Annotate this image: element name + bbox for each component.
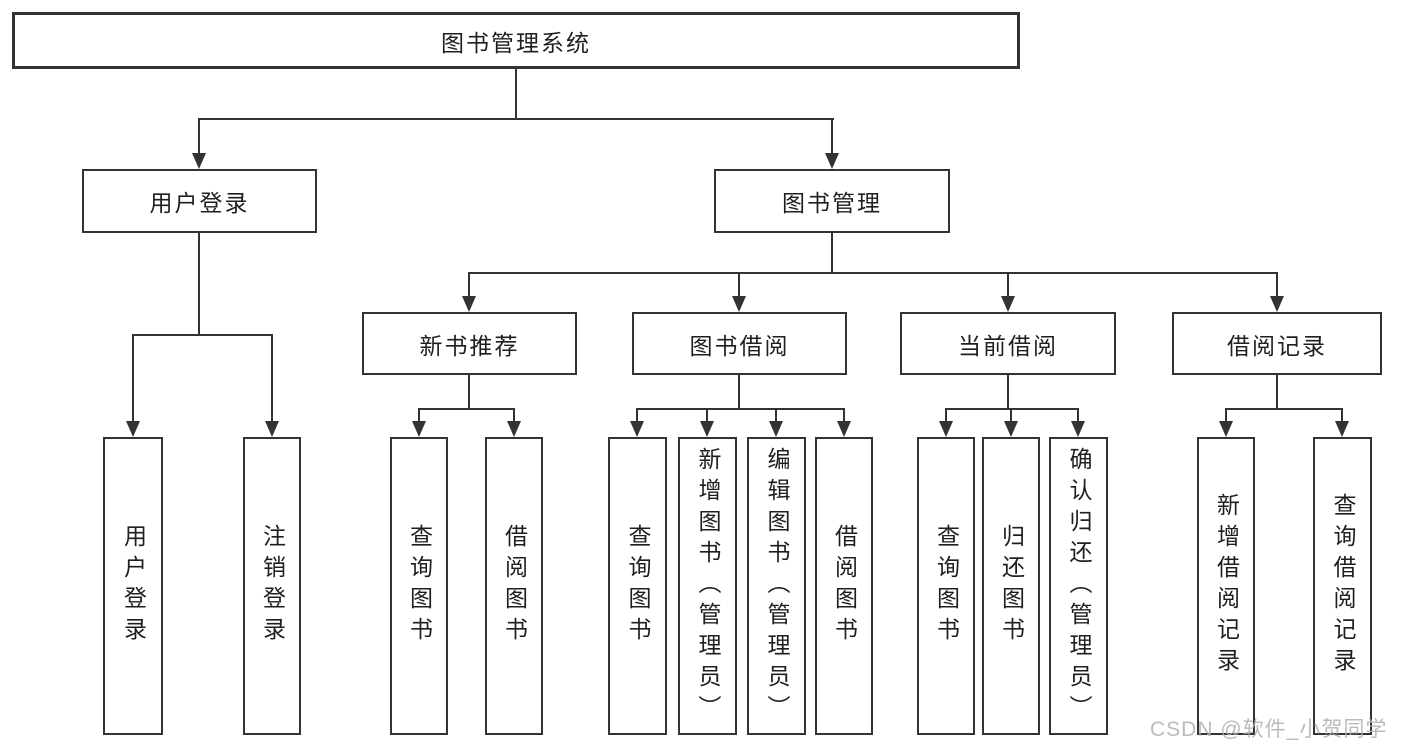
node-user-login-label: 用户登录 [149, 190, 250, 216]
leaf-borrow-books-borrow-label: 借阅图书 [831, 524, 858, 648]
arrow-to-add-record [1219, 421, 1233, 437]
arrow-to-leaf-logout [265, 421, 279, 437]
leaf-borrow-books-borrow: 借阅图书 [815, 437, 873, 735]
node-current-borrowing-label: 当前借阅 [958, 332, 1058, 359]
arrow-to-user-login [192, 153, 206, 169]
connector-newbook-stub [468, 375, 470, 408]
connector-to-new-book-recommendation [468, 272, 470, 298]
node-user-login: 用户登录 [82, 169, 317, 233]
node-book-borrowing-label: 图书借阅 [689, 332, 790, 359]
leaf-borrow-books-recommend: 借阅图书 [485, 437, 543, 735]
connector-user-login-rail [132, 334, 273, 336]
leaf-query-books-current: 查询图书 [917, 437, 975, 735]
leaf-logout-label: 注销登录 [259, 524, 286, 648]
leaf-logout: 注销登录 [243, 437, 301, 735]
connector-bookborrow-stub [738, 375, 740, 408]
connector-to-leaf-logout [271, 334, 273, 423]
connector-root-stub [515, 69, 517, 118]
leaf-return-books-label: 归还图书 [998, 524, 1025, 648]
leaf-borrow-books-recommend-label: 借阅图书 [501, 524, 528, 648]
connector-bookborrow-rail [636, 408, 845, 410]
arrow-to-new-book-recommendation [462, 296, 476, 312]
connector-records-rail [1225, 408, 1343, 410]
connector-records-stub [1276, 375, 1278, 408]
leaf-query-books-current-label: 查询图书 [933, 524, 960, 648]
arrow-to-book-borrowing [732, 296, 746, 312]
leaf-confirm-return-admin-label: 确认归还（管理员） [1066, 446, 1092, 726]
leaf-query-borrow-record: 查询借阅记录 [1313, 437, 1372, 735]
leaf-add-borrow-record: 新增借阅记录 [1197, 437, 1255, 735]
connector-to-book-management [831, 118, 833, 155]
connector-to-query-books-1 [418, 408, 420, 423]
leaf-user-login-label: 用户登录 [120, 524, 147, 648]
node-current-borrowing: 当前借阅 [900, 312, 1116, 375]
arrow-to-query-books-2 [630, 421, 644, 437]
connector-to-query-books-3 [945, 408, 947, 423]
connector-to-return-books [1010, 408, 1012, 423]
connector-level2-rail [468, 272, 1278, 274]
connector-to-book-borrowing [738, 272, 740, 298]
node-new-book-recommendation-label: 新书推荐 [419, 332, 520, 359]
csdn-watermark: CSDN @软件_小贺同学 [1150, 718, 1388, 741]
arrow-to-add-books [700, 421, 714, 437]
arrow-to-query-record [1335, 421, 1349, 437]
node-borrowing-records-label: 借阅记录 [1227, 332, 1327, 359]
leaf-user-login: 用户登录 [103, 437, 163, 735]
leaf-return-books: 归还图书 [982, 437, 1040, 735]
leaf-add-borrow-record-label: 新增借阅记录 [1213, 493, 1240, 679]
node-new-book-recommendation: 新书推荐 [362, 312, 577, 375]
arrow-to-query-books-1 [412, 421, 426, 437]
leaf-query-books-borrow: 查询图书 [608, 437, 667, 735]
connector-to-add-books [706, 408, 708, 423]
connector-to-leaf-user-login [132, 334, 134, 423]
leaf-query-borrow-record-label: 查询借阅记录 [1330, 493, 1356, 679]
connector-to-borrow-books-2 [843, 408, 845, 423]
arrow-to-borrow-books-2 [837, 421, 851, 437]
node-library-system-label: 图书管理系统 [441, 29, 591, 56]
arrow-to-borrow-books-1 [507, 421, 521, 437]
node-book-borrowing: 图书借阅 [632, 312, 847, 375]
arrow-to-confirm-return [1071, 421, 1085, 437]
connector-currentborrow-stub [1007, 375, 1009, 408]
connector-newbook-rail [418, 408, 515, 410]
leaf-query-books-borrow-label: 查询图书 [625, 524, 651, 648]
arrow-to-borrowing-records [1270, 296, 1284, 312]
connector-to-borrow-books-1 [513, 408, 515, 423]
leaf-confirm-return-admin: 确认归还（管理员） [1049, 437, 1108, 735]
arrow-to-leaf-user-login [126, 421, 140, 437]
connector-to-add-record [1225, 408, 1227, 423]
connector-user-login-stub [198, 233, 200, 334]
leaf-add-books-admin: 新增图书（管理员） [678, 437, 737, 735]
connector-to-current-borrowing [1007, 272, 1009, 298]
connector-to-edit-books [775, 408, 777, 423]
connector-to-query-books-2 [636, 408, 638, 423]
leaf-query-books-recommend-label: 查询图书 [406, 524, 433, 648]
connector-level1-rail [198, 118, 834, 120]
leaf-edit-books-admin: 编辑图书（管理员） [747, 437, 806, 735]
connector-to-confirm-return [1077, 408, 1079, 423]
arrow-to-current-borrowing [1001, 296, 1015, 312]
node-book-management: 图书管理 [714, 169, 950, 233]
leaf-edit-books-admin-label: 编辑图书（管理员） [764, 446, 790, 726]
node-library-system: 图书管理系统 [12, 12, 1020, 69]
node-book-management-label: 图书管理 [782, 190, 882, 216]
arrow-to-edit-books [769, 421, 783, 437]
arrow-to-query-books-3 [939, 421, 953, 437]
connector-to-query-record [1341, 408, 1343, 423]
arrow-to-book-management [825, 153, 839, 169]
node-borrowing-records: 借阅记录 [1172, 312, 1382, 375]
connector-book-management-stub [831, 233, 833, 272]
connector-to-user-login [198, 118, 200, 155]
leaf-query-books-recommend: 查询图书 [390, 437, 448, 735]
arrow-to-return-books [1004, 421, 1018, 437]
leaf-add-books-admin-label: 新增图书（管理员） [695, 446, 721, 726]
connector-to-borrowing-records [1276, 272, 1278, 298]
